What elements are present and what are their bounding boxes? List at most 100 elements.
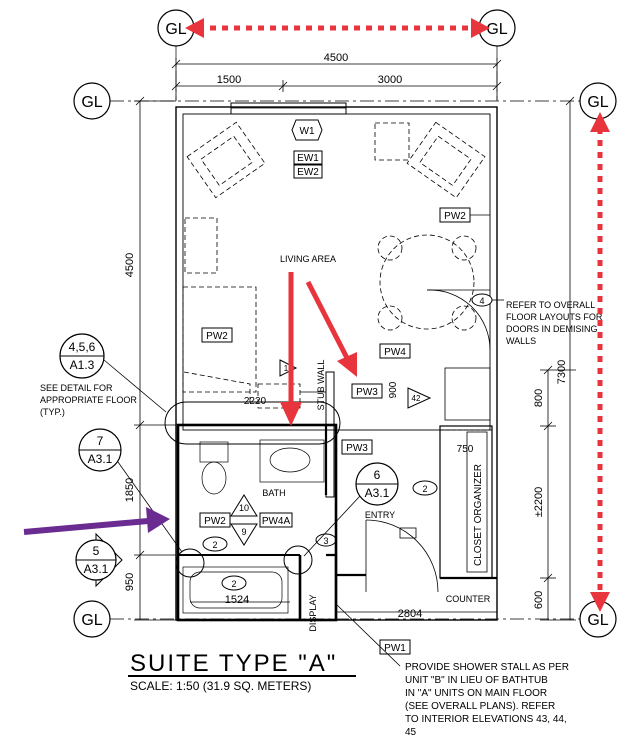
callout-number: 5 xyxy=(93,544,100,558)
tag-text: 2 xyxy=(231,579,236,589)
dim-right-600: 600 xyxy=(533,591,545,609)
note-line: (SEE OVERALL PLANS). REFER xyxy=(405,701,555,712)
bottom-dim-lines xyxy=(190,391,497,613)
note-line: PROVIDE SHOWER STALL AS PER xyxy=(405,662,569,673)
note-line: 45 xyxy=(405,727,417,738)
dim-1524: 1524 xyxy=(225,594,249,606)
note-line: WALLS xyxy=(506,336,536,346)
dim-750: 750 xyxy=(457,444,474,455)
purple-arrow xyxy=(23,507,170,535)
dim-2220: 2220 xyxy=(244,396,267,407)
oval-tag-4: 4 xyxy=(471,293,493,307)
note-refer-overall: REFER TO OVERALL FLOOR LAYOUTS FOR DOORS… xyxy=(492,299,603,346)
counter-label: COUNTER xyxy=(446,594,491,604)
triangle-tag-1: 1 xyxy=(279,359,298,377)
window-tag-w1: W1 xyxy=(291,119,323,141)
note-line: IN "A" UNITS ON MAIN FLOOR xyxy=(405,688,547,699)
wall-tag-pw1: PW1 xyxy=(379,639,411,655)
callout-number: 7 xyxy=(97,434,104,448)
tag-text: PW1 xyxy=(384,643,406,654)
red-arrow-living-area-2 xyxy=(305,280,357,377)
triangle-tag-10: 10 xyxy=(230,494,258,517)
dim-right-2200: ±2200 xyxy=(533,487,545,518)
tag-text: 10 xyxy=(239,503,249,513)
tag-text: 9 xyxy=(241,527,246,537)
tag-text: PW3 xyxy=(346,443,368,454)
living-furniture xyxy=(182,121,486,409)
note-line: (TYP.) xyxy=(40,407,65,417)
note-line: SEE DETAIL FOR xyxy=(40,383,113,393)
grid-bubble-left-bottom: GL xyxy=(73,600,111,638)
note-see-detail: SEE DETAIL FOR APPROPRIATE FLOOR (TYP.) xyxy=(40,383,137,417)
grid-bubble-left-top: GL xyxy=(73,82,111,120)
dim-left-height: 4500 xyxy=(124,253,136,277)
callout-sheet: A3.1 xyxy=(88,452,113,466)
living-area-label: LIVING AREA xyxy=(280,254,336,264)
wall-tag-ew2: EW2 xyxy=(293,164,323,179)
wall-tag-pw4a: PW4A xyxy=(259,512,293,528)
oval-tag-2a: 2 xyxy=(202,536,228,552)
entry-walls xyxy=(326,553,497,620)
tag-text: 4 xyxy=(479,296,484,306)
triangle-tag-9: 9 xyxy=(230,523,258,546)
red-dotted-arrow-horizontal xyxy=(185,18,490,38)
display-label: DISPLAY xyxy=(308,594,318,631)
closet-organizer-label: CLOSET ORGANIZER xyxy=(473,464,484,566)
callout-number: 6 xyxy=(374,468,381,482)
grid-label: GL xyxy=(587,94,608,111)
tag-text: PW2 xyxy=(444,211,466,222)
dim-stub-900: 900 xyxy=(388,381,399,398)
grid-label: GL xyxy=(81,612,102,629)
grid-bubble-right-top: GL xyxy=(579,82,617,120)
note-line: UNIT "B" IN LIEU OF BATHTUB xyxy=(405,675,548,686)
callout-sheet: A3.1 xyxy=(365,486,390,500)
wall-tag-pw4-top: PW4 xyxy=(379,343,411,359)
oval-tag-2c: 2 xyxy=(221,575,247,591)
bath-label: BATH xyxy=(262,488,285,498)
tag-text: 2 xyxy=(212,540,217,550)
note-line: DOORS IN DEMISING xyxy=(506,324,598,334)
wall-tag-pw2-top: PW2 xyxy=(439,207,490,223)
triangle-tag-42: 42 xyxy=(407,387,432,409)
tag-text: PW2 xyxy=(206,331,228,342)
tag-text: EW1 xyxy=(297,153,319,164)
note-line: REFER TO OVERALL xyxy=(506,300,595,310)
wall-tag-ew1: EW1 xyxy=(293,150,323,165)
dim-left-width: 1500 xyxy=(217,74,241,86)
callout-sheet: A1.3 xyxy=(70,358,95,372)
callout-sheet: A3.1 xyxy=(84,562,109,576)
tag-text: W1 xyxy=(300,126,315,137)
oval-tag-2b: 2 xyxy=(412,480,438,496)
callout-number: 4,5,6 xyxy=(69,340,96,354)
detail-callout-7: 7 A3.1 xyxy=(78,428,183,553)
tag-text: PW4 xyxy=(384,347,406,358)
drawing-title: SUITE TYPE "A" xyxy=(130,650,337,677)
detail-loops xyxy=(164,401,341,578)
dim-tub-height: 950 xyxy=(124,573,136,591)
dim-right-width: 3000 xyxy=(378,74,402,86)
dim-right-total: 7300 xyxy=(556,360,568,384)
drawing-scale: SCALE: 1:50 (31.9 SQ. METERS) xyxy=(130,679,311,693)
dim-overall-width: 4500 xyxy=(324,52,348,64)
grid-label: GL xyxy=(486,21,507,38)
tag-text: PW4A xyxy=(262,516,291,527)
entry-label: ENTRY xyxy=(365,510,395,520)
detail-callout-5: 5 A3.1 xyxy=(75,532,123,588)
note-line: APPROPRIATE FLOOR xyxy=(40,395,137,405)
tag-text: PW3 xyxy=(356,387,378,398)
door-swing-arc xyxy=(426,289,491,351)
wall-tag-pw2-bath: PW2 xyxy=(199,512,231,528)
tag-text: 1 xyxy=(284,364,289,373)
dim-bath-height: 1850 xyxy=(124,478,136,502)
entry-door xyxy=(365,519,439,593)
left-dimension-lines xyxy=(134,96,176,621)
note-line: TO INTERIOR ELEVATIONS 43, 44, xyxy=(405,714,567,725)
wall-tag-pw3-b: PW3 xyxy=(341,439,373,455)
detail-callout-456: 4,5,6 A1.3 xyxy=(59,333,167,413)
bathroom-fixtures xyxy=(182,439,325,614)
top-dimension-lines xyxy=(171,58,502,100)
red-arrow-living-area-1 xyxy=(280,272,302,426)
detail-callout-6: 6 A3.1 xyxy=(303,462,399,557)
tag-text: 42 xyxy=(412,394,421,403)
